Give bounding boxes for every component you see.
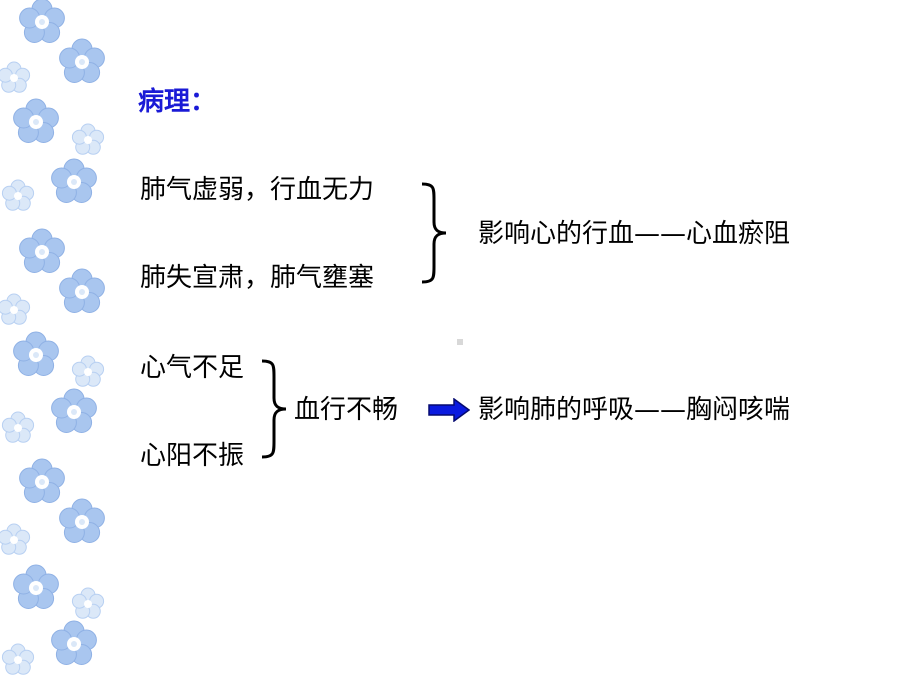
flower-border [0,0,110,690]
cause-line-4: 心阳不振 [140,441,245,471]
cause-line-3: 心气不足 [140,353,245,383]
effect-line-2: 影响肺的呼吸——胸闷咳喘 [478,395,791,425]
effect-line-1: 影响心的行血——心血瘀阻 [478,219,791,249]
blue-flower-border-icon [0,0,105,675]
right-brace-icon-2 [261,359,287,459]
right-brace-icon [421,182,447,284]
cause-line-1: 肺气虚弱，行血无力 [140,175,375,205]
right-arrow-icon [428,398,470,422]
mechanism-text: 血行不畅 [294,395,399,425]
divider-dot [457,339,463,345]
cause-line-2: 肺失宣肃，肺气壅塞 [140,263,375,293]
page-title: 病理： [138,87,217,117]
